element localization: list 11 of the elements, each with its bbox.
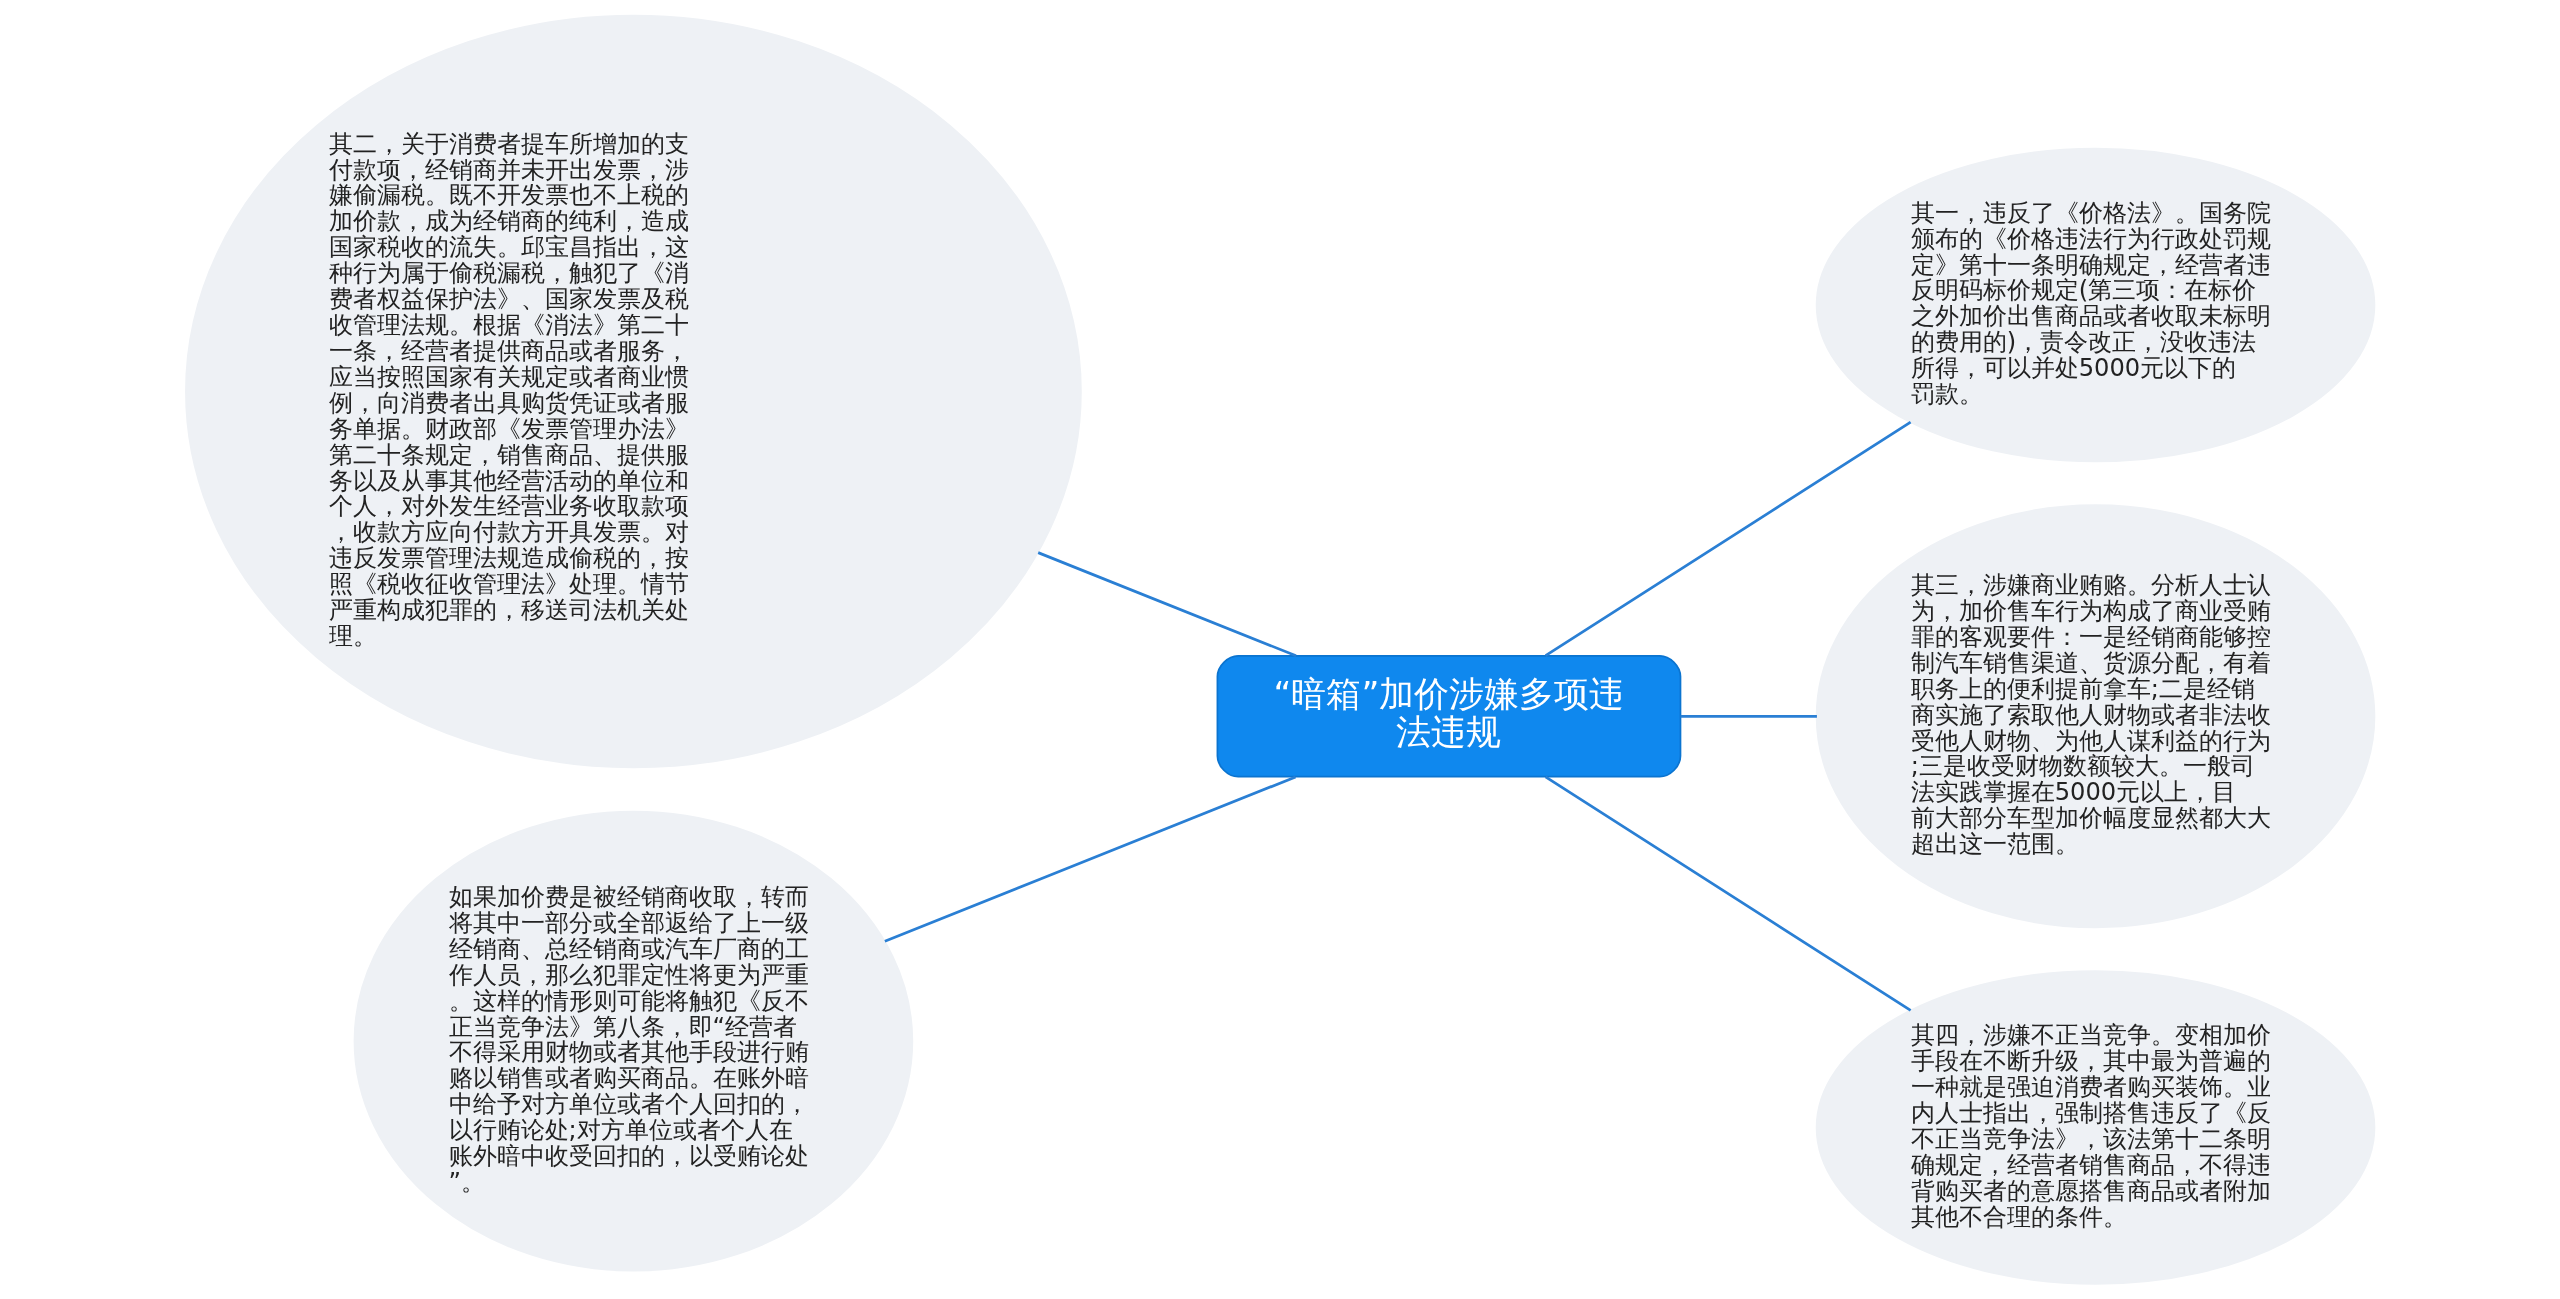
node-ellipse: 如果加价费是被经销商收取，转而将其中一部分或全部返给了上一级经销商、总经销商或汽车厂商的工作人员，那么犯罪定性将更为严重。这样的情形则可能将触犯《反不正当竞争法》第八条，即“经营者不得采用财物或者其他手段进行贿赂以销售或者购买商品。在账外暗中给予对方单位或者个人回扣的，以行贿论处;对方单位或者个人在账外暗中收受回扣的，以受贿论处”。 bbox=[353, 810, 914, 1272]
connector bbox=[1544, 421, 1912, 657]
connector bbox=[1544, 775, 1912, 1012]
node-ellipse: 其一，违反了《价格法》。国务院颁布的《价格违法行为行政处罚规定》第十一条明确规定，经营者违反明码标价规定(第三项：在标价之外加价出售商品或者收取未标明的费用的)，责令改正，没收违法所得，可以并处5000元以下的罚款。 bbox=[1815, 147, 2376, 463]
connector bbox=[884, 775, 1297, 943]
node-ellipse: 其四，涉嫌不正当竞争。变相加价手段在不断升级，其中最为普遍的一种就是强迫消费者购买装饰。业内人士指出，强制搭售违反了《反不正当竞争法》，该法第十二条明确规定，经营者销售商品，不得违背购买者的意愿搭售商品或者附加其他不合理的条件。 bbox=[1815, 970, 2376, 1285]
node-box: “暗箱”加价涉嫌多项违法违规 bbox=[1216, 654, 1682, 778]
node-ellipse: 其三，涉嫌商业贿赂。分析人士认为，加价售车行为构成了商业受贿罪的客观要件：一是经销商能够控制汽车销售渠道、货源分配，有着职务上的便利提前拿车;二是经销商实施了索取他人财物或者非法收受他人财物、为他人谋利益的行为;三是收受财物数额较大。一般司法实践掌握在5000元以上，目前大部分车型加价幅度显然都大大超出这一范围。 bbox=[1815, 504, 2376, 929]
node-ellipse: 其二，关于消费者提车所增加的支付款项，经销商并未开出发票，涉嫌偷漏税。既不开发票也不上税的加价款，成为经销商的纯利，造成国家税收的流失。邱宝昌指出，这种行为属于偷税漏税，触犯了《消费者权益保护法》、国家发票及税收管理法规。根据《消法》第二十一条，经营者提供商品或者服务，应当按照国家有关规定或者商业惯例，向消费者出具购货凭证或者服务单据。财政部《发票管理办法》第二十条规定，销售商品、提供服务以及从事其他经营活动的单位和个人，对外发生经营业务收取款项，收款方应向付款方开具发票。对违反发票管理法规造成偷税的，按照《税收征收管理法》处理。情节严重构成犯罪的，移送司法机关处理。 bbox=[185, 14, 1082, 769]
connector bbox=[1037, 551, 1297, 658]
connector bbox=[1680, 714, 1817, 718]
